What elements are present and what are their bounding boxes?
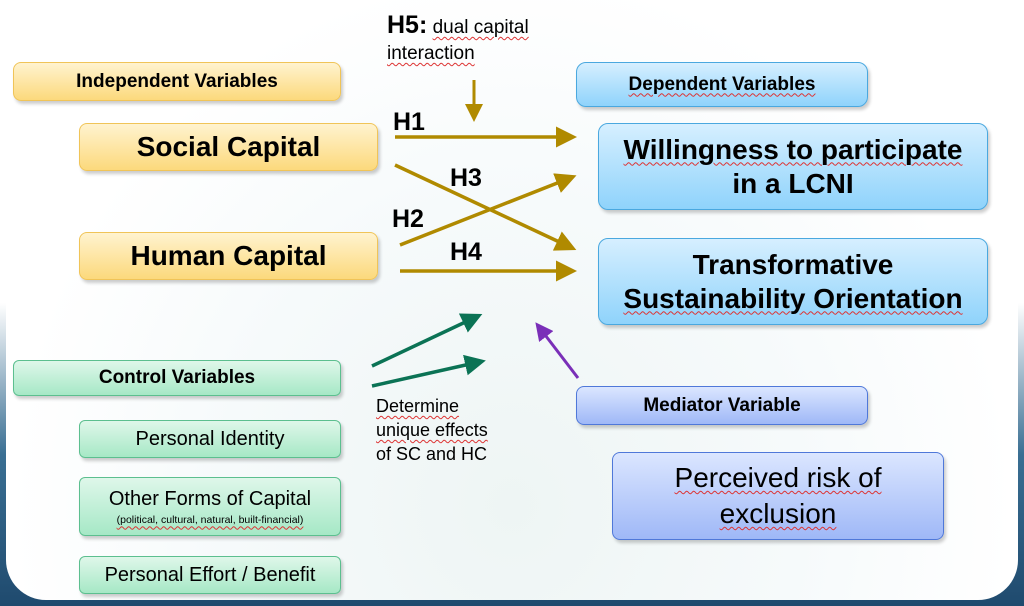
- human-capital-text: Human Capital: [130, 240, 327, 271]
- h5-prefix: H5:: [387, 11, 428, 39]
- h1-label: H1: [393, 108, 425, 136]
- personal-effort-text: Personal Effort / Benefit: [104, 563, 316, 586]
- other-forms-text: Other Forms of Capital: [108, 487, 312, 510]
- transformative-text-2: Sustainability Orientation: [623, 282, 963, 314]
- h3-arrow: [394, 163, 577, 251]
- dependent-header-text: Dependent Variables: [628, 73, 816, 95]
- personal-identity-text: Personal Identity: [135, 427, 285, 450]
- control-note-1: Determine: [376, 396, 460, 416]
- perceived-risk-box: Perceived risk of exclusion: [612, 452, 944, 540]
- willingness-box: Willingness to participate in a LCNI: [598, 123, 988, 210]
- transformative-box: Transformative Sustainability Orientatio…: [598, 238, 988, 325]
- h5-label: H5: dual capital interaction: [387, 12, 529, 67]
- independent-variables-header: Independent Variables: [13, 62, 341, 101]
- personal-identity-box: Personal Identity: [79, 420, 341, 458]
- control-note-3: of SC and HC: [376, 444, 488, 464]
- h5-text-1: dual capital: [432, 17, 529, 38]
- perceived-risk-text-2: exclusion: [719, 498, 837, 529]
- h5-text-2: interaction: [387, 43, 475, 64]
- h3-label: H3: [450, 164, 482, 192]
- h2-arrow: [399, 173, 577, 247]
- willingness-text-2: in a LCNI: [732, 167, 854, 199]
- human-capital-box: Human Capital: [79, 232, 378, 280]
- control-header-text: Control Variables: [98, 367, 256, 388]
- mediator-header-text: Mediator Variable: [643, 394, 801, 416]
- control-variables-header: Control Variables: [13, 360, 341, 396]
- personal-effort-box: Personal Effort / Benefit: [79, 556, 341, 594]
- control-arrow-2: [371, 354, 486, 388]
- mediator-arrow: [535, 322, 580, 379]
- h4-label: H4: [450, 238, 482, 266]
- dependent-variables-header: Dependent Variables: [576, 62, 868, 107]
- other-forms-subtext: (political, cultural, natural, built-fin…: [116, 513, 304, 526]
- control-arrow-1: [371, 313, 483, 368]
- transformative-text-1: Transformative: [692, 248, 894, 280]
- control-note-2: unique effects: [376, 420, 488, 440]
- mediator-variable-header: Mediator Variable: [576, 386, 868, 425]
- independent-header-text: Independent Variables: [76, 70, 278, 92]
- control-note: Determine unique effects of SC and HC: [376, 394, 488, 466]
- perceived-risk-text-1: Perceived risk of: [674, 462, 882, 493]
- willingness-text-1: Willingness to participate: [623, 133, 963, 165]
- other-forms-box: Other Forms of Capital (political, cultu…: [79, 477, 341, 536]
- social-capital-box: Social Capital: [79, 123, 378, 171]
- social-capital-text: Social Capital: [136, 131, 321, 162]
- h2-label: H2: [392, 205, 424, 233]
